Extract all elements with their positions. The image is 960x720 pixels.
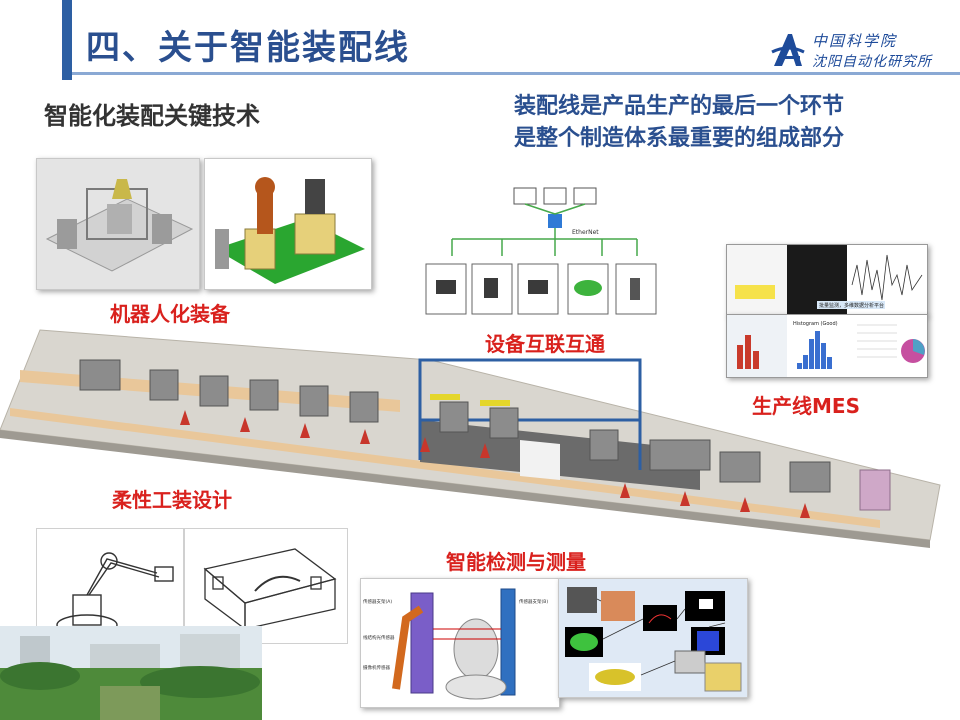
mes-histogram-title: Histogram (Good) — [793, 321, 838, 327]
mes-screen-top: 批量监测，多维数据分析平台 — [726, 244, 928, 316]
camera-sensor-caption: 摄像机传感器 — [363, 664, 390, 671]
label-device-interconnect: 设备互联互通 — [485, 332, 605, 356]
assembly-line-floor-render — [0, 329, 941, 548]
assembly-line-statement-2: 是整个制造体系最重要的组成部分 — [514, 126, 845, 151]
assembly-line-statement-1: 装配线是产品生产的最后一个环节 — [514, 94, 845, 119]
network-brand-text: EtherNet — [572, 229, 599, 236]
label-mes: 生产线MES — [752, 394, 860, 418]
label-smart-inspection: 智能检测与测量 — [446, 550, 586, 574]
robot-cell-render-1 — [36, 158, 200, 290]
cas-logo-icon — [771, 34, 805, 66]
robot-cell-render-2 — [204, 158, 372, 290]
title-divider — [72, 72, 960, 75]
device-network-diagram: EtherNet — [422, 184, 662, 320]
label-robotic-equipment: 机器人化装备 — [110, 302, 230, 326]
support-sensor-caption: 线结构光传感器 — [363, 634, 395, 641]
measurement-results-panel — [558, 578, 748, 698]
sensor-bracket-b-caption: 传感器支架(B) — [519, 598, 548, 605]
logo-line-1: 中国科学院 — [812, 32, 898, 50]
cas-logo: 中国科学院 沈阳自动化研究所 — [770, 30, 950, 74]
robot-arm-line-drawing — [36, 528, 184, 644]
mes-banner-text: 批量监测，多维数据分析平台 — [819, 302, 884, 309]
sensor-bracket-a-caption: 传感器支架(A) — [363, 598, 392, 605]
inspection-setup-render: 传感器支架(A) 传感器支架(B) 线结构光传感器 摄像机传感器 — [360, 578, 560, 708]
campus-photo — [0, 626, 262, 720]
logo-line-2: 沈阳自动化研究所 — [812, 54, 932, 70]
key-tech-heading: 智能化装配关键技术 — [44, 102, 260, 130]
page-title: 四、关于智能装配线 — [86, 28, 410, 68]
mes-screen-bottom: Histogram (Good) — [726, 314, 928, 378]
label-flexible-tooling: 柔性工装设计 — [112, 488, 232, 512]
title-accent-bar — [62, 0, 72, 80]
